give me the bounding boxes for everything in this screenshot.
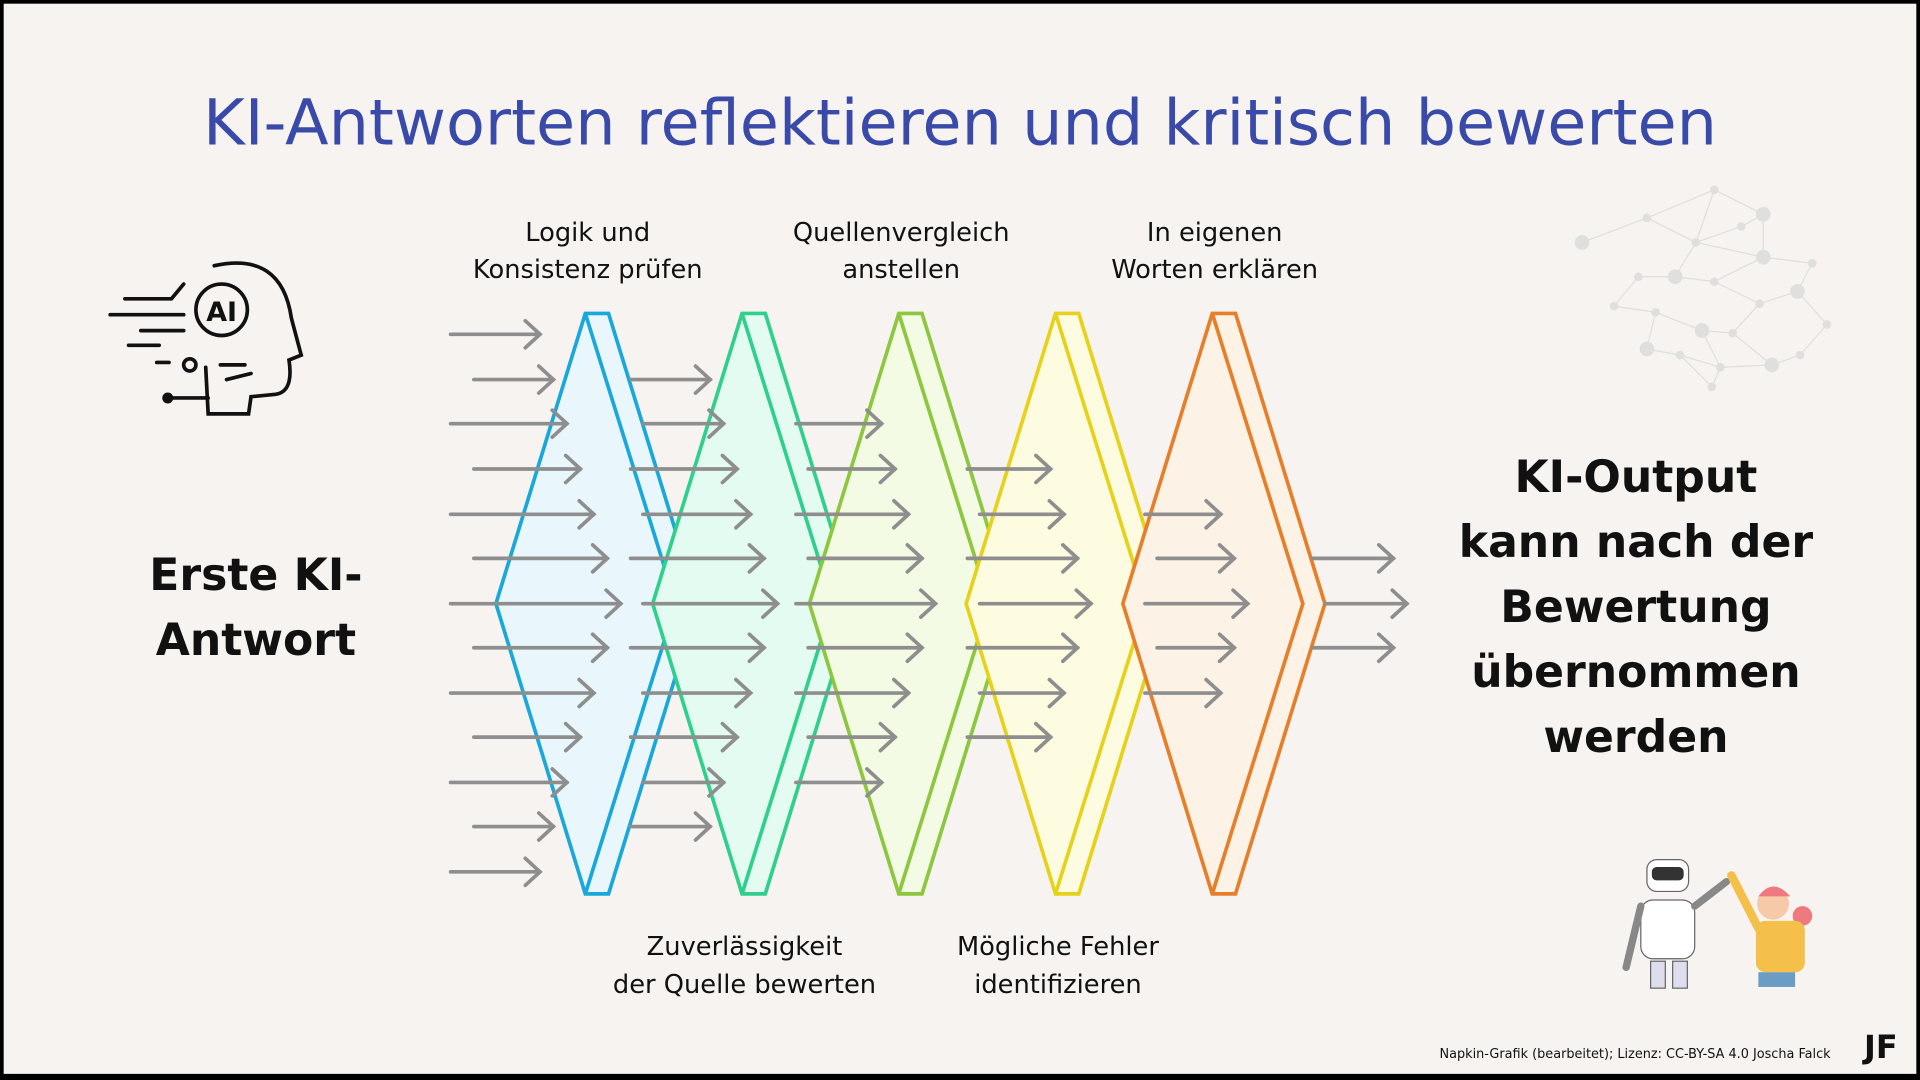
stage-label: Mögliche Fehler xyxy=(957,932,1159,962)
flow-arrow xyxy=(965,632,1081,664)
flow-arrow xyxy=(628,811,713,842)
flow-arrow xyxy=(794,408,885,439)
flow-arrow xyxy=(472,721,584,753)
output-label-line: werden xyxy=(1543,712,1728,763)
stage-label: Quellenvergleich xyxy=(793,218,1010,248)
stage-label: Zuverlässigkeit xyxy=(647,932,843,962)
flow-arrow xyxy=(641,767,727,798)
flow-arrow xyxy=(794,588,939,619)
network-icon xyxy=(1574,185,1832,392)
page-title: KI-Antworten reflektieren und kritisch b… xyxy=(203,86,1717,160)
flow-arrow xyxy=(448,677,597,709)
stage-label: Konsistenz prüfen xyxy=(473,255,703,285)
flow-arrow xyxy=(1143,677,1224,709)
robot-girl-illustration xyxy=(1622,858,1813,989)
chevron-edge xyxy=(1210,312,1305,895)
flow-arrow xyxy=(448,318,543,350)
flow-arrow xyxy=(641,408,727,439)
flow-arrow xyxy=(472,632,611,664)
output-label-line: Bewertung xyxy=(1500,582,1771,633)
ai-head-icon xyxy=(108,261,304,416)
output-label-line: übernommen xyxy=(1471,647,1800,698)
flow-arrow xyxy=(641,498,754,530)
input-label-line-1: Erste KI- xyxy=(149,550,362,601)
flow-arrow xyxy=(641,588,781,619)
stage-label: Worten erklären xyxy=(1111,255,1318,285)
flow-arrow xyxy=(1143,588,1251,619)
flow-arrow xyxy=(641,677,754,709)
flow-arrow xyxy=(965,543,1081,574)
stage-label: In eigenen xyxy=(1147,218,1283,248)
flow-arrow xyxy=(472,543,611,574)
input-label-line-2: Antwort xyxy=(156,615,356,666)
output-label-line: kann nach der xyxy=(1459,517,1814,568)
flow-arrow xyxy=(1155,632,1238,664)
flow-arrow xyxy=(806,721,898,753)
flow-arrow xyxy=(794,498,912,530)
flow-arrow xyxy=(628,721,740,753)
stage-label: identifizieren xyxy=(974,970,1142,1000)
flow-arrow xyxy=(1143,498,1224,530)
ai-badge: AI xyxy=(206,297,237,328)
flow-arrow xyxy=(965,453,1054,485)
flow-arrow xyxy=(794,677,912,709)
stage-label: anstellen xyxy=(842,255,960,285)
output-label-line: KI-Output xyxy=(1515,452,1758,503)
flow-arrow xyxy=(965,721,1054,753)
flow-arrow xyxy=(472,453,584,485)
flow-arrow xyxy=(448,856,543,888)
flow-arrow xyxy=(472,811,557,842)
stage-label: der Quelle bewerten xyxy=(613,970,876,1000)
jf-logo: JF xyxy=(1862,1028,1898,1066)
flow-arrow xyxy=(448,767,570,798)
flow-arrow xyxy=(806,632,925,664)
flow-arrow xyxy=(1155,543,1238,574)
flow-arrow xyxy=(794,767,885,798)
stage-label: Logik und xyxy=(525,218,650,248)
flow-arrow xyxy=(1310,543,1397,574)
flow-arrow xyxy=(977,588,1094,619)
flow-arrow xyxy=(1310,632,1397,664)
flow-arrow xyxy=(977,677,1067,709)
flow-arrow xyxy=(628,453,740,485)
flow-arrow xyxy=(977,498,1067,530)
flow-arrow xyxy=(472,364,557,395)
flow-arrow xyxy=(628,364,713,395)
flow-arrow xyxy=(806,543,925,574)
flow-arrow xyxy=(628,543,767,574)
flow-arrow xyxy=(628,632,767,664)
flow-arrow xyxy=(448,408,570,439)
output-label: KI-Output kann nach der Bewertung überno… xyxy=(1459,452,1814,763)
flow-arrow xyxy=(448,498,597,530)
flow-arrow xyxy=(448,588,624,619)
flow-arrow xyxy=(806,453,898,485)
flow-arrow xyxy=(1323,588,1410,619)
footer-credit: Napkin-Grafik (bearbeitet); Lizenz: CC-B… xyxy=(1440,1047,1832,1062)
